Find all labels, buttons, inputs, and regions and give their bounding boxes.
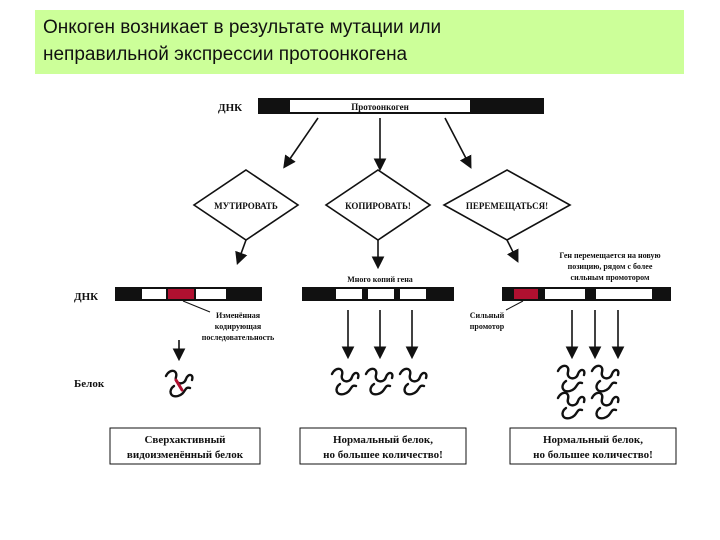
- title-line-1: Онкоген возникает в результате мутации и…: [43, 17, 442, 38]
- outcome-right-line-1: Нормальный белок,: [543, 434, 643, 446]
- dna-strand-copies: [302, 287, 454, 301]
- changed-seq-pointer: [182, 300, 211, 313]
- proto-oncogene-box: [290, 100, 470, 112]
- dna-strand-top: [258, 98, 544, 114]
- dna-label-bottom: ДНК: [74, 291, 98, 303]
- normal-protein-icon: [330, 367, 360, 396]
- protein-label: Белок: [74, 378, 105, 390]
- outcome-middle-line-1: Нормальный белок,: [333, 434, 433, 446]
- outcome-box-right: [509, 427, 677, 465]
- changed-seq-line-1: Изменённая: [216, 311, 261, 320]
- normal-protein-icon: [556, 391, 586, 420]
- proto-oncogene-label: Протоонкоген: [351, 102, 409, 112]
- arrow-from-mutate: [235, 239, 248, 266]
- gene-moves-line-3: сильным промотором: [571, 273, 650, 282]
- arrow-from-move: [506, 239, 519, 263]
- gene-moves-line-1: Ген перемещается на новую: [559, 251, 660, 260]
- strong-promoter-site: [514, 289, 538, 299]
- strong-promoter-line-1: Сильный: [470, 311, 505, 320]
- outcome-right-line-2: но большее количество!: [533, 449, 653, 461]
- title-line-2: неправильной экспрессии протоонкогена: [43, 44, 408, 65]
- outcome-middle-line-2: но большее количество!: [323, 449, 443, 461]
- changed-seq-line-3: последовательность: [202, 333, 275, 342]
- normal-protein-icon: [398, 367, 428, 396]
- outcome-box-left: [109, 427, 261, 465]
- outcome-box-middle: [299, 427, 467, 465]
- normal-protein-icon: [556, 364, 586, 393]
- many-copies-label: Много копий гена: [347, 275, 413, 284]
- decision-copy-label: КОПИРОВАТЬ!: [345, 201, 411, 211]
- outcome-left-line-2: видоизменённый белок: [127, 449, 244, 461]
- decision-move-label: ПЕРЕМЕЩАТЬСЯ!: [466, 201, 548, 211]
- dna-strand-promoter: [502, 287, 671, 301]
- outcome-left-line-1: Сверхактивный: [144, 434, 226, 446]
- mutated-protein-icon: [164, 369, 194, 398]
- strong-promoter-line-2: промотор: [470, 322, 505, 331]
- arrow-to-mutate: [283, 117, 319, 169]
- gene-moves-line-2: позицию, рядом с более: [568, 262, 653, 271]
- promoter-pointer: [505, 300, 524, 311]
- arrow-to-move: [444, 117, 472, 169]
- dna-label-top: ДНК: [218, 102, 242, 114]
- title-banner: Онкоген возникает в результате мутации и…: [35, 10, 684, 74]
- normal-protein-icon: [590, 364, 620, 393]
- dna-strand-mutated: [115, 287, 262, 301]
- decision-mutate-label: МУТИРОВАТЬ: [214, 201, 278, 211]
- changed-seq-line-2: кодирующая: [215, 322, 262, 331]
- normal-protein-icon: [590, 391, 620, 420]
- normal-protein-icon: [364, 367, 394, 396]
- mutation-site: [168, 289, 194, 299]
